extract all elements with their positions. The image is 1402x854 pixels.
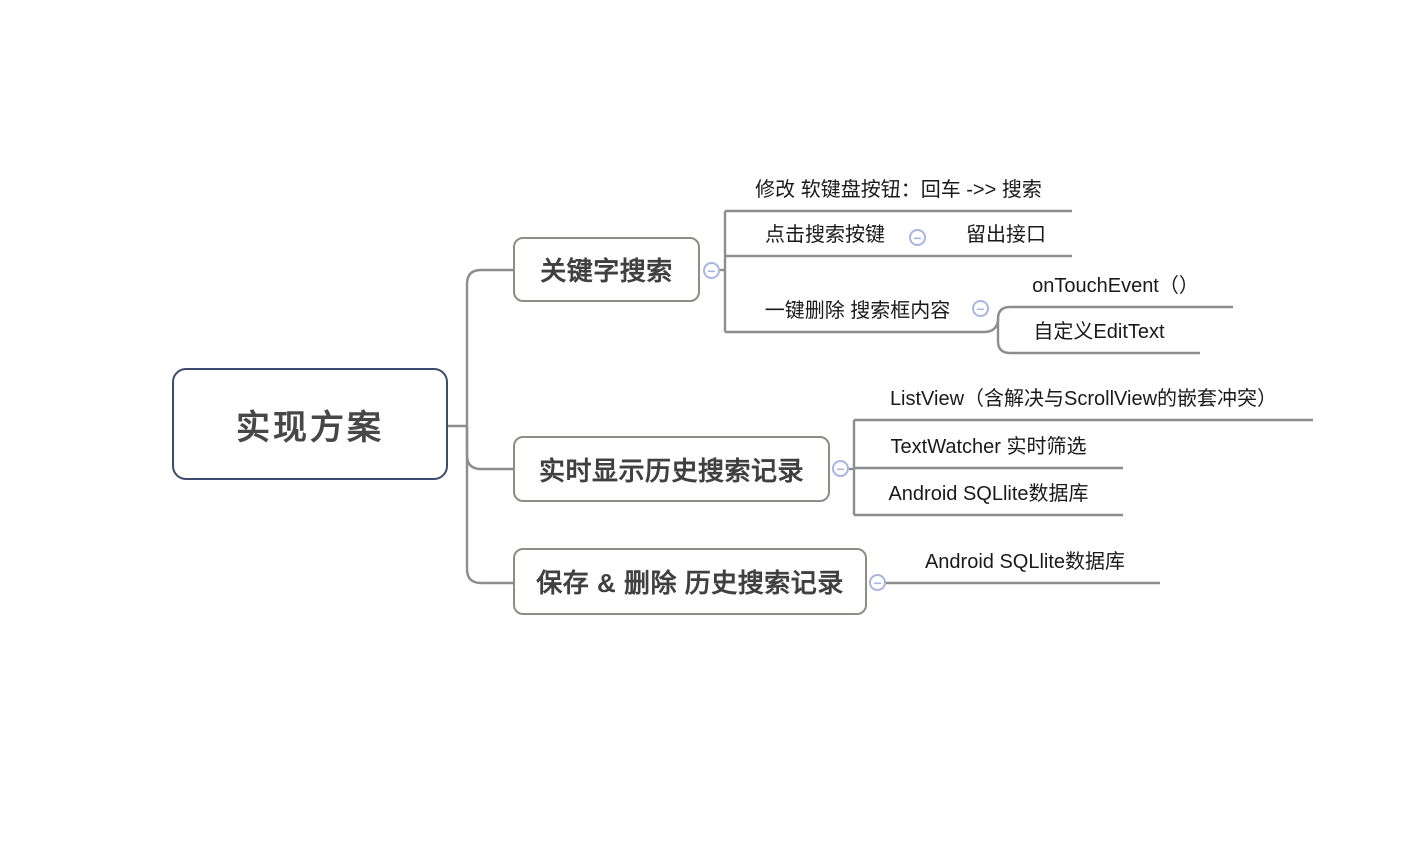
branch-node-label: 保存 & 删除 历史搜索记录: [536, 568, 844, 598]
trunk-to-branch-1: [465, 268, 513, 426]
leaf-node-click-search-button[interactable]: 点击搜索按键: [765, 224, 885, 246]
branch-node-realtime-history[interactable]: 实时显示历史搜索记录: [513, 436, 830, 502]
root-node[interactable]: 实现方案: [172, 368, 448, 480]
leaf-node-custom-edittext[interactable]: 自定义EditText: [1033, 321, 1165, 343]
collapse-minus-icon[interactable]: −: [909, 229, 926, 246]
branch-node-save-delete-history[interactable]: 保存 & 删除 历史搜索记录: [513, 548, 867, 615]
branch-node-label: 实时显示历史搜索记录: [538, 455, 804, 486]
leaf-node-listview-scrollview[interactable]: ListView（含解决与ScrollView的嵌套冲突）: [889, 388, 1278, 410]
branch1-row3-child-bracket: [996, 305, 1233, 355]
leaf-node-sqlite-database[interactable]: Android SQLlite数据库: [888, 483, 1089, 505]
leaf-node-ontouchevent[interactable]: onTouchEvent（）: [1032, 275, 1199, 297]
branch-node-label: 关键字搜索: [540, 256, 673, 286]
leaf-node-sqlite-database-save[interactable]: Android SQLlite数据库: [924, 551, 1126, 573]
leaf-node-one-key-delete[interactable]: 一键删除 搜索框内容: [764, 300, 951, 322]
root-node-label: 实现方案: [236, 408, 384, 447]
collapse-minus-icon[interactable]: −: [972, 300, 989, 317]
trunk-to-branch-2: [465, 426, 513, 471]
branch-node-keyword-search[interactable]: 关键字搜索: [513, 237, 700, 302]
trunk-to-branch-3: [465, 426, 513, 585]
collapse-minus-icon[interactable]: −: [869, 574, 886, 591]
leaf-node-textwatcher-filter[interactable]: TextWatcher 实时筛选: [890, 436, 1087, 458]
collapse-minus-icon[interactable]: −: [832, 460, 849, 477]
collapse-minus-icon[interactable]: −: [703, 262, 720, 279]
leaf-node-modify-softkeyboard[interactable]: 修改 软键盘按钮：回车 ->> 搜索: [755, 179, 1042, 201]
leaf-node-reserve-interface[interactable]: 留出接口: [966, 224, 1046, 246]
